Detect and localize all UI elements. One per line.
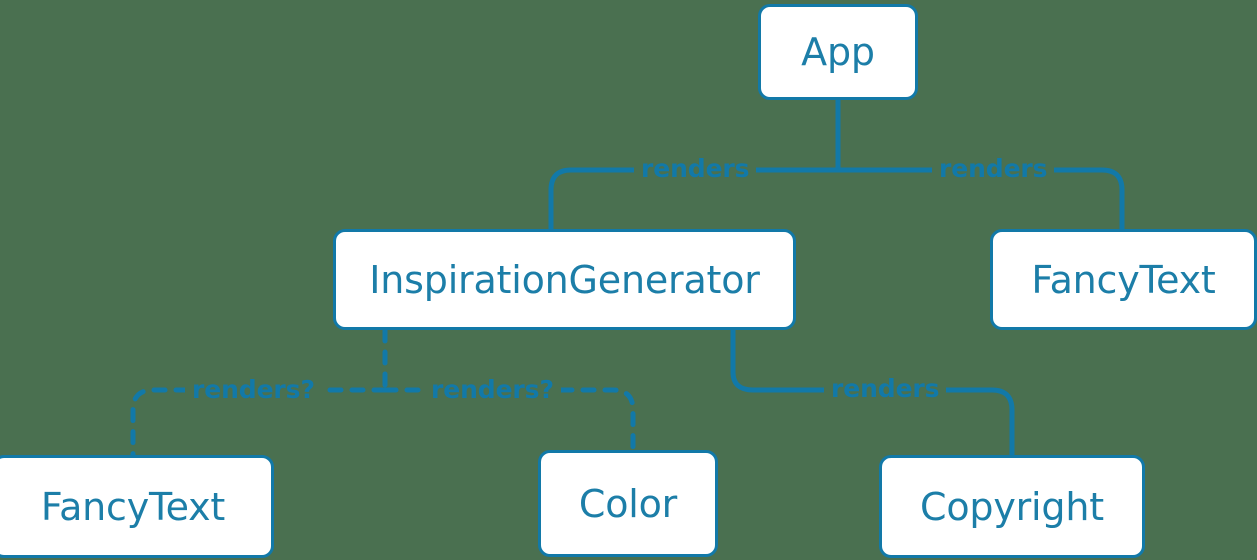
edge-label-inspiration-generator-to-color: renders? bbox=[424, 376, 561, 404]
node-inspiration-generator[interactable]: InspirationGenerator bbox=[333, 229, 796, 330]
node-copyright[interactable]: Copyright bbox=[879, 455, 1145, 558]
edge-app-to-inspiration-generator bbox=[548, 167, 841, 232]
node-copyright-label: Copyright bbox=[920, 484, 1104, 529]
edge-label-inspiration-generator-to-copyright: renders bbox=[824, 375, 947, 403]
node-fancytext-bottom-label: FancyText bbox=[40, 484, 226, 529]
node-inspiration-generator-label: InspirationGenerator bbox=[369, 257, 760, 302]
node-color-label: Color bbox=[578, 481, 678, 526]
edge-inspiration-generator-to-fancytext-bottom bbox=[130, 387, 388, 458]
edge-inspiration-generator-to-color bbox=[382, 387, 636, 453]
edge-label-inspiration-generator-to-fancytext-bottom: renders? bbox=[185, 376, 322, 404]
node-color[interactable]: Color bbox=[538, 450, 718, 557]
node-fancytext-right-label: FancyText bbox=[1031, 257, 1216, 302]
node-app[interactable]: App bbox=[758, 4, 918, 100]
node-fancytext-right[interactable]: FancyText bbox=[990, 229, 1257, 330]
edge-label-app-to-fancytext-right: renders bbox=[932, 155, 1055, 183]
edge-label-app-to-inspiration-generator: renders bbox=[634, 155, 757, 183]
node-fancytext-bottom[interactable]: FancyText bbox=[0, 455, 274, 558]
edge-app-to-fancytext-right bbox=[835, 167, 1125, 232]
node-app-label: App bbox=[801, 30, 875, 74]
